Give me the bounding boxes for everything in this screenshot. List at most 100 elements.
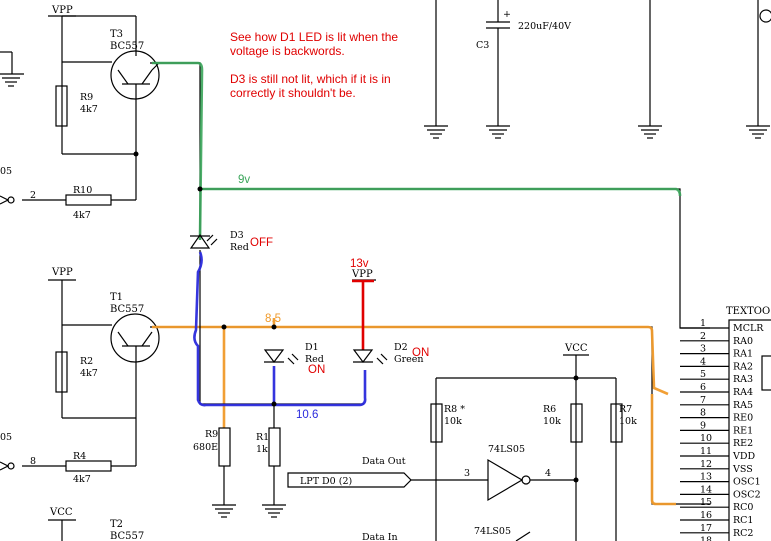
lpt-connector	[287, 472, 412, 488]
r6-value: 10k	[543, 416, 561, 427]
d2-name: D2	[394, 342, 408, 353]
socket-pin: 2 RA0	[680, 331, 753, 347]
r9-bottom-value: 680E	[193, 442, 218, 453]
ic-74ls05-a: 74LS05	[488, 444, 525, 455]
r6-name: R6	[543, 404, 556, 415]
socket-pin-name: VSS	[732, 464, 753, 475]
t3-name: T3	[110, 29, 123, 40]
pin-05b-label: 05	[0, 432, 12, 443]
note-line-1: See how D1 LED is lit when the	[230, 30, 398, 44]
green-9v-wire: 9v	[150, 61, 710, 329]
r2-resistor	[55, 351, 68, 393]
d1-led: D1 Red ON	[263, 342, 325, 376]
socket-pin-name: RE1	[733, 425, 753, 436]
pin-8-label: 8	[30, 456, 36, 467]
socket-pin-number: 9	[700, 420, 706, 431]
r4-value: 4k7	[73, 474, 91, 485]
socket-pin-number: 1	[700, 318, 706, 329]
pin-05a-label: 05	[0, 166, 12, 177]
r9-bottom-resistor	[218, 427, 231, 467]
socket-pin: 9 RE1	[680, 420, 753, 436]
orange-8v5-wire: 8.5	[150, 313, 710, 506]
r2-name: R2	[80, 356, 93, 367]
d2-color: Green	[394, 354, 424, 365]
r4-resistor	[65, 460, 112, 472]
socket-pin: 16 RC1	[680, 510, 753, 526]
d1-status: ON	[308, 364, 325, 376]
socket-pin-number: 18	[700, 536, 712, 541]
socket-pin-name: RA1	[733, 349, 753, 360]
d3-status: OFF	[250, 237, 273, 249]
c3-section: + 220uF/40V C3	[424, 0, 771, 139]
red-13v-wire: 13v VPP	[350, 258, 376, 350]
ic-74ls05-b: 74LS05	[474, 526, 511, 537]
r1-value: 1k	[256, 444, 268, 455]
t3-transistor	[110, 50, 160, 100]
t2-name: T2	[110, 519, 123, 530]
d3-color: Red	[230, 242, 249, 253]
r10-name: R10	[73, 185, 92, 196]
t3-type: BC557	[110, 41, 144, 52]
c3-value: 220uF/40V	[518, 21, 571, 32]
vpp-top-label: VPP	[51, 5, 73, 16]
vpp-mid-label: VPP	[51, 267, 73, 278]
r8-resistor	[430, 403, 443, 443]
t1-name: T1	[110, 292, 123, 303]
r9-top-value: 4k7	[80, 104, 98, 115]
socket-pin-number: 13	[700, 472, 712, 483]
r9-r1-section: R9 680E R1 1k	[193, 404, 286, 518]
t2-section: VCC T2 BC557	[48, 507, 144, 541]
socket-pin: 3 RA1	[680, 344, 753, 360]
socket-pin-name: RA5	[733, 400, 753, 411]
socket-pin-number: 2	[700, 331, 706, 342]
socket-pin: 18	[700, 536, 712, 541]
vpp-d2-label: VPP	[351, 269, 373, 280]
gate-input-pin: 3	[464, 468, 470, 479]
textool-label: TEXTOO	[726, 306, 770, 317]
t1-transistor	[110, 313, 160, 363]
socket-pin-name: RC2	[733, 528, 753, 539]
socket-pin-number: 12	[700, 459, 712, 470]
r4-name: R4	[73, 451, 86, 462]
r7-name: R7	[619, 404, 632, 415]
r9-top-resistor	[55, 85, 68, 127]
socket-pin-name: RA3	[733, 374, 753, 385]
socket-pin-name: RC0	[733, 502, 753, 513]
socket-pin-name: RE0	[733, 413, 753, 424]
socket-pin-number: 11	[700, 446, 712, 457]
r1-resistor	[268, 427, 281, 467]
vcc-mid-label: VCC	[564, 343, 588, 354]
lpt-label: LPT D0 (2)	[300, 476, 352, 487]
r1-name: R1	[256, 432, 269, 443]
socket-pin-number: 3	[700, 344, 706, 355]
data-out-label: Data Out	[362, 456, 406, 467]
r9-bottom-name: R9	[205, 429, 218, 440]
gate-output-pin: 4	[545, 468, 551, 479]
t1-section: VPP R2 4k7 T1 BC557 R4 4k7 8 05	[0, 267, 160, 485]
d2-status: ON	[412, 347, 429, 359]
socket-pin-name: RA0	[733, 336, 753, 347]
socket-pin-name: RE2	[733, 438, 753, 449]
r9-top-name: R9	[80, 92, 93, 103]
d3-name: D3	[230, 230, 244, 241]
logic-section: VCC R8 * 10k R6 10k R7 10k Data Out LPT …	[287, 343, 637, 541]
socket-pin-number: 16	[700, 510, 712, 521]
socket-pin-name: OSC2	[733, 489, 761, 500]
socket-pin-name: VDD	[732, 451, 755, 462]
r6-resistor	[570, 403, 583, 443]
socket-pin-name: RC1	[733, 515, 753, 526]
vcc-bottom-label: VCC	[49, 507, 73, 518]
socket-pin-name: RA2	[733, 361, 753, 372]
